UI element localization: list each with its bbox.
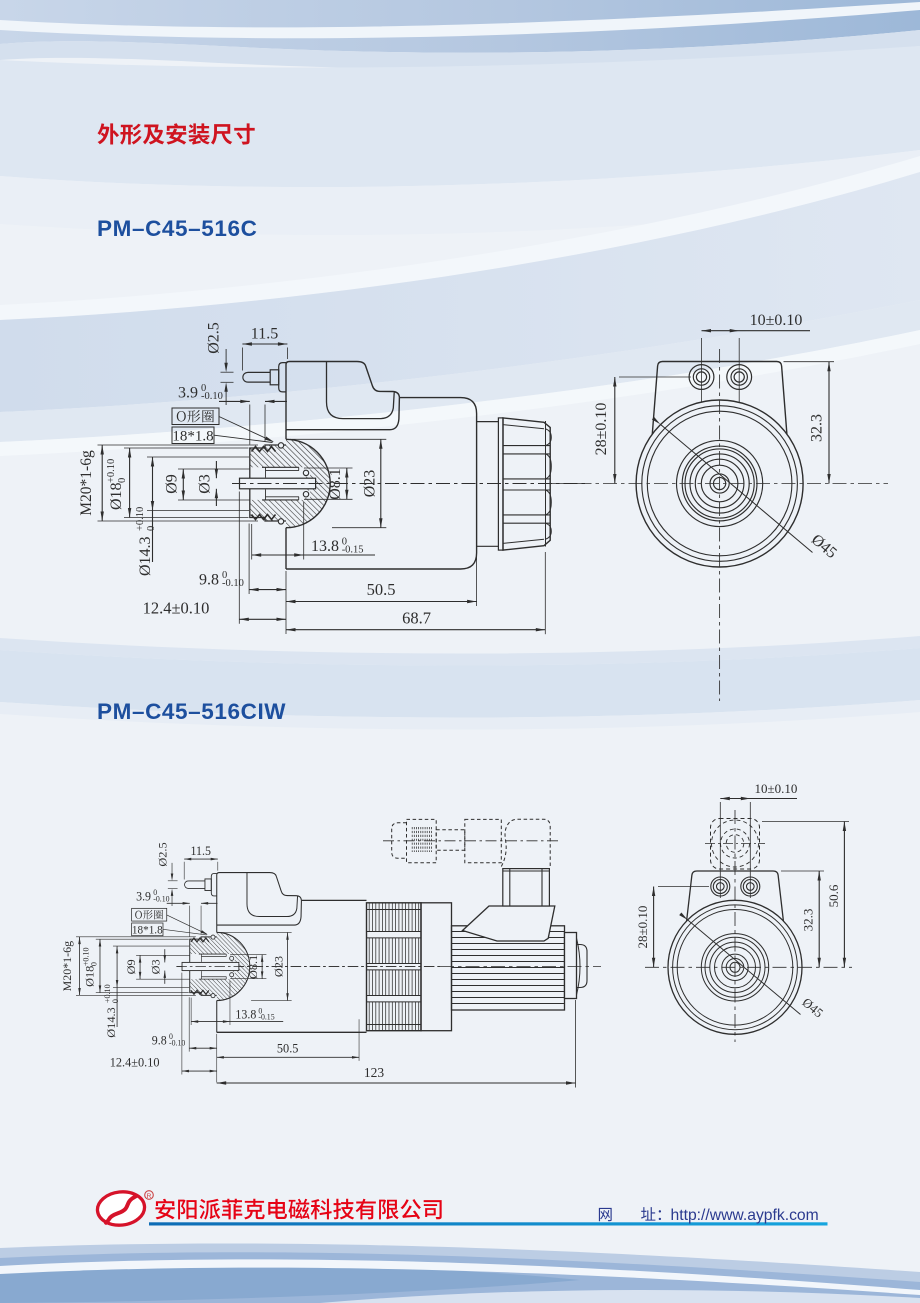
svg-text:28±0.10: 28±0.10 [593,403,610,456]
svg-text:0: 0 [342,536,347,547]
svg-text:68.7: 68.7 [402,609,431,628]
svg-text:Ø23: Ø23 [361,470,378,498]
svg-text:-0.10: -0.10 [201,391,223,402]
svg-text:R: R [147,1193,152,1200]
svg-text:11.5: 11.5 [251,326,278,343]
svg-text:10±0.10: 10±0.10 [750,312,803,329]
svg-text:123: 123 [364,1065,385,1080]
svg-text:32.3: 32.3 [801,909,816,932]
svg-text:12.4±0.10: 12.4±0.10 [143,599,210,618]
svg-text:32.3: 32.3 [809,414,826,442]
svg-text:18*1.8: 18*1.8 [172,429,213,445]
svg-text:Ø2.5: Ø2.5 [206,322,223,354]
svg-text:0: 0 [146,526,157,531]
svg-text:+0.10: +0.10 [106,459,117,483]
svg-text:Ø14.3: Ø14.3 [137,536,154,576]
svg-text:http://www.aypfk.com: http://www.aypfk.com [671,1207,819,1224]
svg-text:-0.10: -0.10 [222,578,244,589]
svg-text:28±0.10: 28±0.10 [635,906,650,949]
svg-text:13.8: 13.8 [311,538,339,555]
svg-text:-0.15: -0.15 [342,545,364,556]
svg-text:0: 0 [117,478,128,483]
svg-text:9.8: 9.8 [199,572,219,589]
svg-text:Ø8.1: Ø8.1 [327,468,344,500]
svg-text:PM–C45–516C: PM–C45–516C [97,216,257,241]
svg-text:3.9: 3.9 [178,385,198,402]
svg-text:Ø9: Ø9 [164,474,181,494]
svg-text:0: 0 [201,383,206,394]
svg-text:0: 0 [222,570,227,581]
svg-text:10±0.10: 10±0.10 [755,781,798,796]
svg-text:M20*1-6g: M20*1-6g [78,450,95,516]
svg-text:50.6: 50.6 [826,884,841,907]
svg-text:Ø18: Ø18 [108,482,125,510]
svg-text:PM–C45–516CIW: PM–C45–516CIW [97,699,286,724]
svg-text:Ø3: Ø3 [197,474,214,494]
svg-text:+0.10: +0.10 [135,507,146,531]
svg-text:50.5: 50.5 [367,580,396,599]
